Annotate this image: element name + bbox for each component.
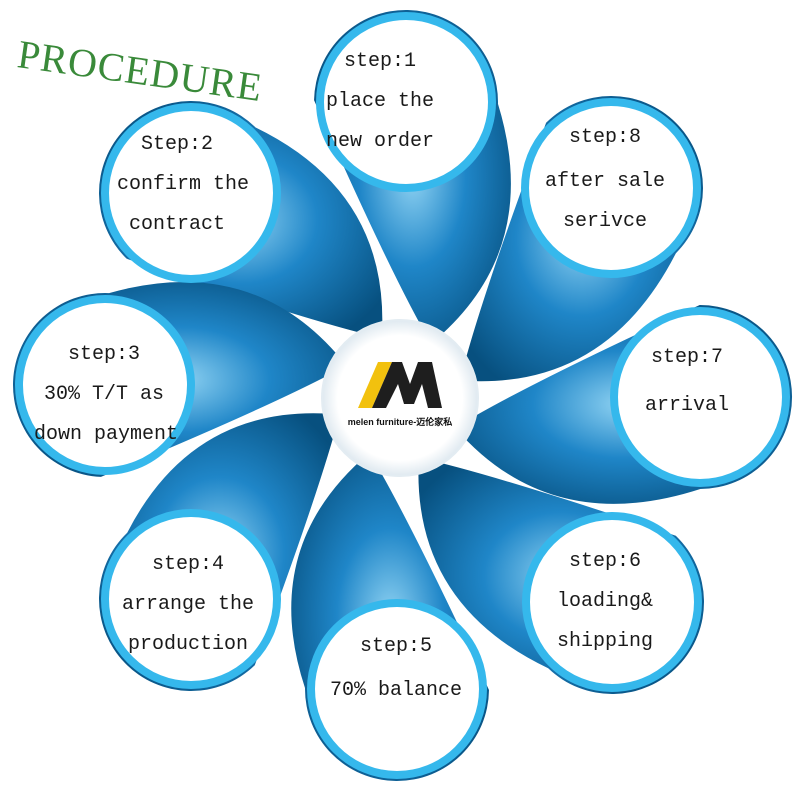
step-6-line-1: loading&	[556, 590, 653, 613]
step-6-label: step:6	[568, 550, 641, 573]
step-3-circle	[15, 295, 195, 475]
step-1-label: step:1	[343, 50, 416, 73]
step-3-text: step:3 30% T/T as down payment	[34, 335, 179, 455]
step-4-line-2: production	[127, 633, 249, 656]
step-2-circle	[101, 103, 281, 283]
logo-hub	[321, 319, 479, 477]
step-4-circle	[101, 509, 281, 689]
step-2-line-2: contract	[128, 213, 225, 236]
step-5-line-1: 70% balance	[329, 679, 463, 702]
step-8-circle	[521, 98, 701, 278]
step-4-text: step:4 arrange the production	[118, 545, 258, 665]
step-8-label: step:8	[568, 126, 641, 149]
step-1-line-2: new order	[325, 130, 435, 153]
step-2-label: Step:2	[140, 133, 213, 156]
logo-caption: melen furniture-迈伦家私	[347, 417, 453, 427]
step-5-text: step:5 70% balance	[326, 627, 466, 711]
step-7-circle	[610, 307, 790, 487]
step-4-line-1: arrange the	[121, 593, 255, 616]
step-3-line-2: down payment	[34, 423, 179, 446]
step-2-line-1: confirm the	[117, 173, 250, 196]
step-6-line-2: shipping	[556, 630, 653, 653]
step-1-text: step:1 place the new order	[320, 42, 440, 162]
step-1-circle	[316, 12, 496, 192]
step-5-label: step:5	[359, 635, 432, 658]
step-2-text: Step:2 confirm the contract	[117, 125, 250, 245]
step-3-line-1: 30% T/T as	[43, 383, 165, 406]
melen-logo-icon	[358, 362, 442, 408]
step-7-text: step:7 arrival	[617, 338, 757, 426]
step-8-line-1: after sale	[544, 170, 666, 193]
step-7-label: step:7	[650, 346, 723, 369]
step-3-label: step:3	[67, 343, 140, 366]
step-5-circle	[307, 599, 487, 779]
step-6-text: step:6 loading& shipping	[535, 542, 675, 662]
step-8-text: step:8 after sale serivce	[535, 118, 675, 242]
step-7-line-1: arrival	[644, 394, 729, 417]
step-8-line-2: serivce	[562, 210, 647, 233]
step-6-circle	[522, 512, 702, 692]
step-4-label: step:4	[151, 553, 224, 576]
step-1-line-1: place the	[325, 90, 435, 113]
